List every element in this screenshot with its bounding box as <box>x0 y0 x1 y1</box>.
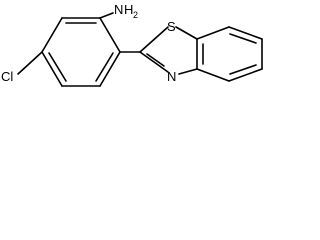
bond-c1-c2 <box>99 51 121 87</box>
amino-n-label: N <box>114 2 123 17</box>
bond-s-c7a <box>175 26 198 40</box>
molecule-drawing: N H 2 Cl S N <box>1 2 263 87</box>
bond-c3a-n <box>178 68 198 75</box>
bond-c7-c6-inner <box>229 33 257 44</box>
amino-h-label: H <box>124 2 133 17</box>
amino-h-count: 2 <box>133 10 138 20</box>
bond-c7a-c7 <box>196 26 230 40</box>
structure-diagram: N H 2 Cl S N <box>0 0 308 121</box>
bond-c6-c1 <box>99 17 121 53</box>
bond-c4-c3a <box>196 68 230 82</box>
bond-c3-c4-inner <box>48 52 67 82</box>
thiazole-nitrogen-label: N <box>167 69 176 84</box>
bond-c3-c4 <box>41 51 63 87</box>
bond-c1-c2-inner <box>95 52 114 82</box>
bond-c4-cl <box>17 51 43 75</box>
thiazole-sulfur-label: S <box>167 19 176 34</box>
bond-set <box>17 12 263 87</box>
bond-n-c2 <box>139 51 169 73</box>
bond-c5-c4 <box>228 68 263 82</box>
bond-c4-c5 <box>41 17 63 53</box>
bond-c7-c6 <box>228 26 263 40</box>
bond-c5-c4-inner <box>229 64 257 75</box>
bond-c2-s <box>139 26 169 53</box>
bond-n-c2-inner <box>146 53 165 67</box>
chloro-label: Cl <box>1 69 13 84</box>
bond-c6-n <box>99 12 114 19</box>
